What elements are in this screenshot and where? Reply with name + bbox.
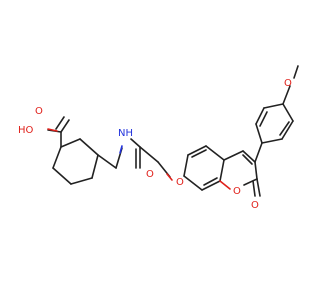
pyranone-ring: O O	[219, 150, 261, 211]
atom-label-carbonyl-o: O	[35, 106, 43, 117]
ring-bond	[60, 138, 81, 148]
atom-label-amide-o: O	[146, 169, 154, 180]
atom-label-ho: HO	[18, 125, 34, 136]
cyclohexane-ring	[52, 138, 99, 185]
atom-label-methoxy-o: O	[284, 78, 292, 89]
ring-bond	[254, 161, 258, 180]
bond-ether-o-segment	[166, 173, 173, 181]
ring-bond	[281, 120, 294, 140]
bond-c-o-double-1	[60, 119, 70, 133]
bond-n-co	[130, 138, 141, 148]
ring-bond	[242, 150, 256, 163]
carboxylic-acid-group: HO O	[18, 106, 70, 148]
atom-label-ether-o: O	[176, 177, 184, 188]
ring-bond-inner	[191, 149, 207, 158]
atom-label-lactone-o: O	[251, 200, 259, 211]
coumarin-benzene-ring	[183, 145, 225, 191]
ring-bond	[261, 138, 283, 144]
molecule-svg: HO O NH O O	[18, 65, 299, 211]
ring-bond	[243, 178, 258, 186]
amide-linker: NH O O	[97, 128, 184, 188]
ring-bond	[255, 123, 263, 144]
bond-lactone-c-o-1	[256, 178, 261, 197]
ring-bond	[79, 138, 99, 156]
bond-oh-red-segment	[47, 128, 58, 132]
bond-c-o-double-2	[55, 116, 65, 130]
ring-bond-inner	[242, 154, 253, 165]
ring-bond-inner	[279, 121, 290, 136]
ring-bond	[205, 145, 225, 161]
ring-bond	[282, 103, 294, 122]
bond-n-segment	[119, 145, 123, 154]
ring-bond	[70, 177, 93, 185]
ring-bond-o	[219, 180, 231, 190]
ring-bond	[187, 145, 207, 156]
ring-bond	[91, 154, 99, 179]
bond-co-ch2	[139, 146, 159, 163]
atom-label-ring-o: O	[233, 186, 241, 197]
ring-bond	[263, 103, 284, 109]
ring-bond	[223, 150, 244, 161]
bond-ring-phenyl	[254, 142, 263, 163]
ring-bond	[183, 175, 203, 191]
atom-label-nh: NH	[118, 128, 133, 139]
ring-bond	[52, 146, 62, 169]
ring-bond	[201, 180, 221, 191]
bond-ring-ch2	[97, 154, 117, 169]
ring-bond	[255, 107, 265, 125]
ring-bond-inner	[259, 111, 268, 127]
ring-bond-inner	[203, 177, 218, 186]
ring-bond	[52, 167, 72, 185]
bond-ring-ome	[282, 85, 291, 105]
molecule-structure-diagram: HO O NH O O	[18, 65, 299, 211]
methoxyphenyl-group: O	[254, 65, 299, 163]
bond-lactone-c-o-2	[252, 180, 256, 197]
ring-bond	[183, 154, 189, 177]
bond-o-ch3	[293, 65, 299, 79]
ring-bond	[219, 159, 225, 182]
